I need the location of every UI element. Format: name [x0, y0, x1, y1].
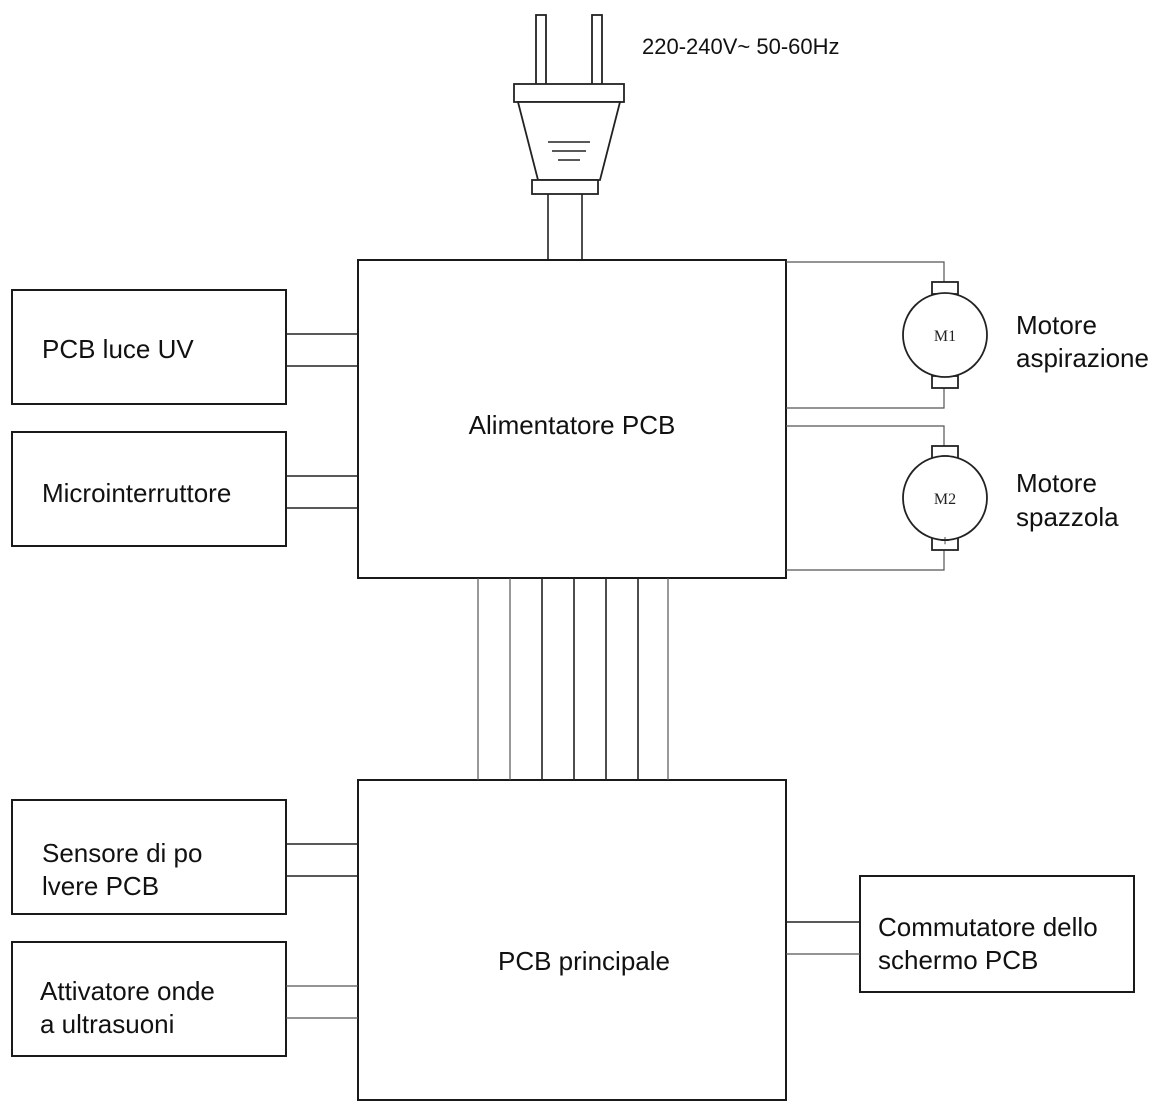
screen-switch-label-line1: Commutatore dello	[878, 912, 1098, 942]
dust-sensor-label-line2: lvere PCB	[42, 871, 159, 901]
motor-m2-label-line1: Motore	[1016, 468, 1097, 498]
power-pcb-block: Alimentatore PCB	[357, 259, 787, 579]
motor-m2-minus: −	[940, 448, 949, 465]
ultrasonic-block: Attivatore onde a ultrasuoni	[11, 941, 287, 1057]
uv-pcb-label: PCB luce UV	[42, 334, 194, 364]
motor-m2-plus: +	[940, 533, 949, 550]
motor-m2-label-line2: spazzola	[1016, 502, 1119, 532]
power-rating-label: 220-240V~ 50-60Hz	[642, 34, 840, 59]
ultrasonic-label-line2: a ultrasuoni	[40, 1009, 174, 1039]
motor-m2-icon: M2 − +	[786, 425, 988, 571]
pcb-interconnect-bus	[477, 578, 669, 780]
screen-switch-block: Commutatore dello schermo PCB	[859, 875, 1135, 993]
power-pcb-label: Alimentatore PCB	[469, 410, 676, 440]
motor-m2-symbol: M2	[934, 491, 956, 508]
motor-m1-symbol: M1	[934, 328, 956, 345]
ultrasonic-label-line1: Attivatore onde	[40, 976, 215, 1006]
motor-m1-label-line1: Motore	[1016, 310, 1097, 340]
screen-switch-label-line2: schermo PCB	[878, 945, 1038, 975]
dust-sensor-label-line1: Sensore di po	[42, 838, 202, 868]
microswitch-block: Microinterruttore	[11, 431, 287, 547]
motor-m1-label-line2: aspirazione	[1016, 343, 1149, 373]
dust-sensor-block: Sensore di po lvere PCB	[11, 799, 287, 915]
motor-m1-icon: M1	[786, 261, 988, 409]
main-pcb-block: PCB principale	[357, 779, 787, 1101]
main-pcb-label: PCB principale	[498, 946, 670, 976]
power-plug-icon	[513, 14, 625, 260]
microswitch-label: Microinterruttore	[42, 478, 231, 508]
uv-pcb-block: PCB luce UV	[11, 289, 287, 405]
